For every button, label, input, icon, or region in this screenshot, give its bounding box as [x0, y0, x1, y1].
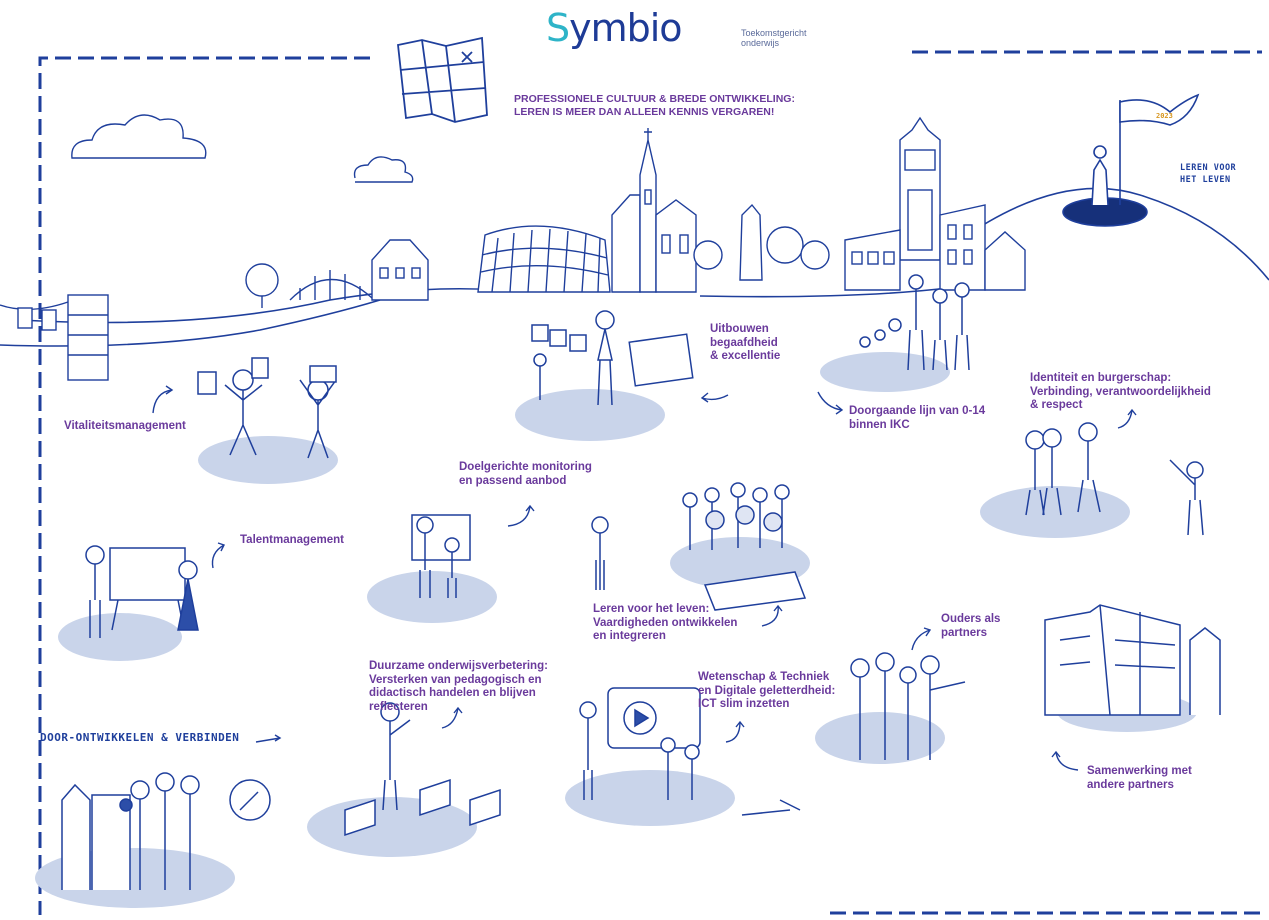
logo-tagline: Toekomstgericht onderwijs	[741, 28, 807, 48]
label-identiteit-burgerschap: Identiteit en burgerschap: Verbinding, v…	[1030, 372, 1211, 411]
label-duurzame-onderwijsverbetering: Duurzame onderwijsverbetering: Versterke…	[369, 660, 548, 713]
cloud-icon	[71, 114, 414, 183]
flag-year: 2023	[1156, 112, 1173, 120]
label-ouders-als-partners: Ouders als partners	[941, 613, 1001, 639]
label-talentmanagement: Talentmanagement	[240, 534, 344, 546]
label-leren-voor-het-leven: Leren voor het leven: Vaardigheden ontwi…	[593, 603, 738, 642]
bookshelf	[0, 294, 109, 381]
label-vitaliteitsmanagement: Vitaliteitsmanagement	[64, 420, 186, 432]
ground-ellipses	[35, 352, 1197, 908]
door-ontwikkelen-heading: DOOR-ONTWIKKELEN & VERBINDEN	[40, 731, 240, 744]
label-uitbouwen-begaafdheid: Uitbouwen begaafdheid & excellentie	[710, 323, 781, 362]
label-doelgerichte-monitoring: Doelgerichte monitoring en passend aanbo…	[459, 461, 592, 487]
page-title: PROFESSIONELE CULTUUR & BREDE ONTWIKKELI…	[514, 93, 795, 118]
symbio-logo: Symbio	[546, 6, 683, 50]
logo-text: ymbio	[569, 6, 682, 50]
people-figures	[61, 274, 1221, 890]
dashed-frame	[38, 50, 1262, 915]
logo-s: S	[546, 6, 570, 50]
label-doorgaande-lijn: Doorgaande lijn van 0-14 binnen IKC	[849, 405, 986, 431]
leren-voor-het-leven-heading: LEREN VOOR HET LEVEN	[1180, 163, 1237, 185]
flag-icon	[1062, 93, 1200, 227]
arrows	[152, 385, 1137, 771]
label-wetenschap-techniek: Wetenschap & Techniek en Digitale gelett…	[698, 671, 836, 710]
map-icon	[397, 36, 488, 123]
label-samenwerking: Samenwerking met andere partners	[1087, 765, 1192, 791]
city-skyline	[245, 116, 1026, 308]
